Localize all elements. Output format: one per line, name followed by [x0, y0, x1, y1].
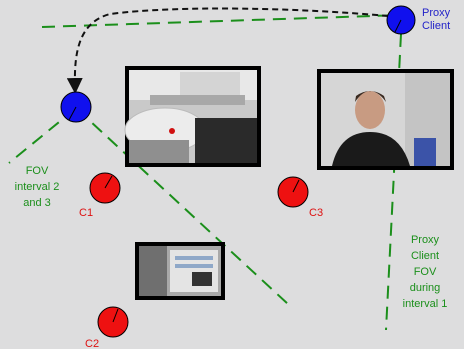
fov-interval-2-3-line1: FOV	[26, 165, 49, 177]
fov-interval-2-3-line2: interval 2	[15, 181, 60, 193]
fov-line-left-down	[76, 108, 290, 306]
camera-c1-node	[89, 172, 121, 204]
desk-top-camera-photo	[135, 242, 225, 300]
fov-interval-1-line5: interval 1	[403, 298, 448, 310]
c3-label: C3	[309, 207, 323, 219]
fov-interval-1-line1: Proxy	[411, 234, 440, 246]
fov-line-left-up	[8, 108, 76, 164]
camera-c3-node	[277, 176, 309, 208]
c2-label: C2	[85, 338, 99, 349]
proxy-movement-path	[66, 7, 389, 94]
fov-interval-1-line3: FOV	[414, 266, 437, 278]
camera-c2-node	[97, 306, 129, 338]
fov-line-top	[41, 14, 403, 28]
proxy-moved-node	[60, 91, 92, 123]
proxy-client-label-line1: Proxy	[422, 7, 451, 19]
desk-camera-photo	[124, 66, 261, 167]
person-camera-photo	[317, 69, 454, 170]
fov-interval-2-3-line3: and 3	[23, 197, 51, 209]
fov-interval-1-line2: Client	[411, 250, 439, 262]
proxy-client-node	[386, 5, 416, 35]
c1-label: C1	[79, 207, 93, 219]
proxy-client-label-line2: Client	[422, 20, 450, 32]
fov-interval-1-line4: during	[410, 282, 441, 294]
